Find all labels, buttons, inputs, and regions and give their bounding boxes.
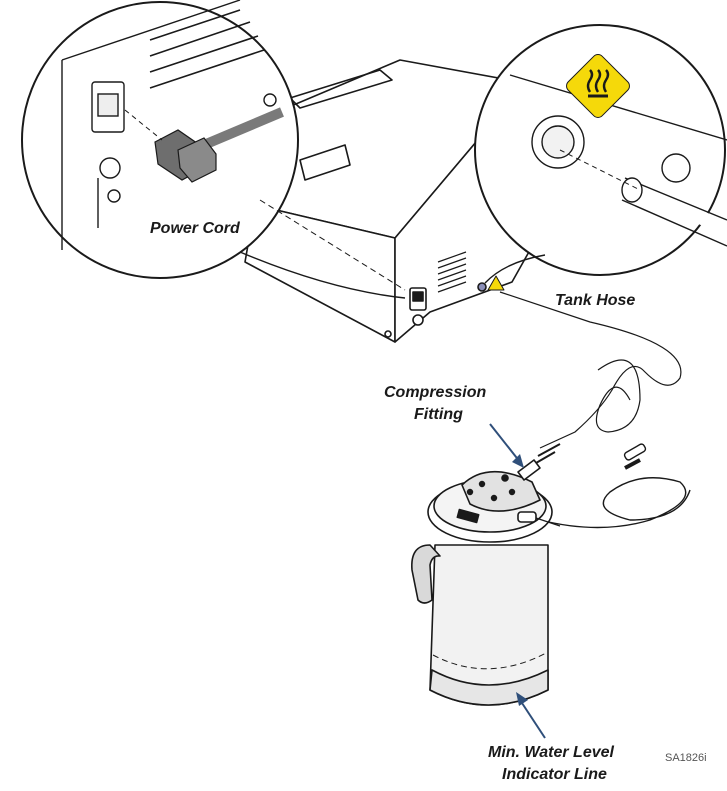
power-cord-magnifier bbox=[21, 0, 299, 279]
power-cord-label: Power Cord bbox=[150, 220, 240, 237]
figure-code: SA1826i bbox=[665, 752, 707, 764]
hose-port bbox=[477, 282, 487, 292]
hot-surface-warning-icon bbox=[487, 275, 505, 291]
power-plug-icon bbox=[154, 107, 284, 183]
water-level-label-line1: Min. Water Level bbox=[488, 744, 614, 761]
tank-hose bbox=[499, 291, 682, 457]
water-level-label-line2: Indicator Line bbox=[502, 766, 607, 783]
compression-fitting-label-line2: Fitting bbox=[414, 406, 463, 423]
min-water-level-line bbox=[432, 651, 549, 670]
compression-fitting-arrow bbox=[489, 423, 521, 463]
tank-hose-label: Tank Hose bbox=[555, 292, 636, 309]
compression-fitting bbox=[517, 459, 541, 481]
tank-handle bbox=[411, 544, 441, 604]
compression-fitting-label-line1: Compression bbox=[384, 384, 487, 401]
hot-surface-warning-icon bbox=[566, 54, 630, 118]
probe-cable bbox=[539, 443, 691, 529]
rear-vents bbox=[437, 251, 467, 293]
tank-hose-magnifier bbox=[474, 24, 727, 276]
magnified-vents bbox=[149, 9, 265, 89]
water-level-arrow bbox=[519, 699, 546, 739]
callout-arrows bbox=[489, 423, 546, 739]
water-tank bbox=[411, 451, 561, 706]
